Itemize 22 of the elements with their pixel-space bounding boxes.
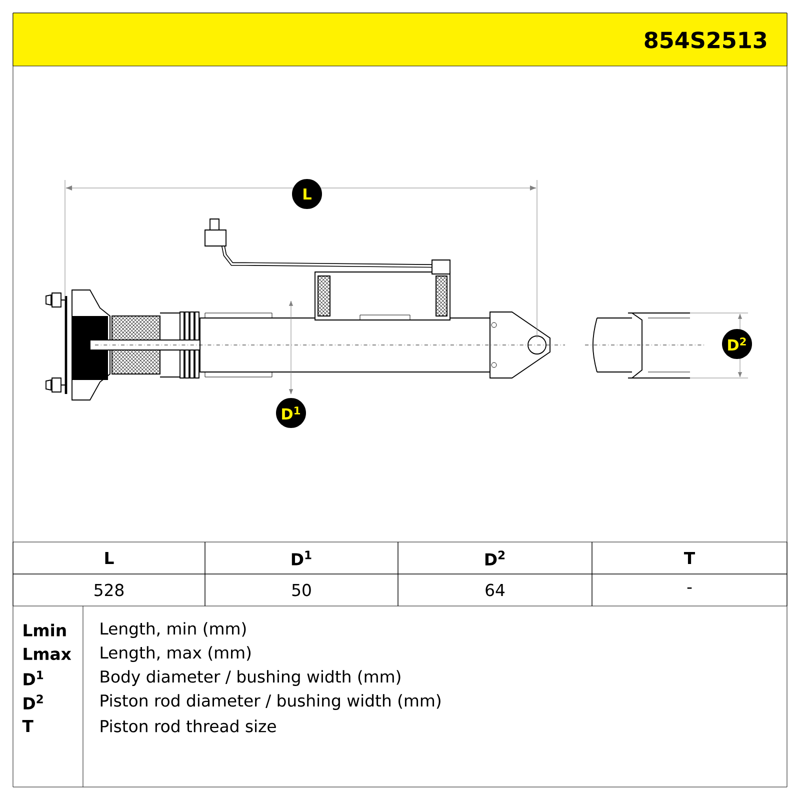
abbreviation: D$^{1}$ <box>24 670 44 686</box>
callout-number: D$^{2}$ <box>722 329 752 359</box>
abbreviation: Lmax <box>24 648 72 660</box>
part-number: 854S2513 <box>12 12 788 66</box>
table-value: 64 <box>398 574 592 606</box>
table-header: L <box>12 542 206 574</box>
table-header: D$^{1}$ <box>204 542 398 574</box>
description: Piston rod diameter / bushing width (mm) <box>100 694 440 710</box>
abbreviation: Lmin <box>24 624 66 636</box>
callout-number: D$^{1}$ <box>276 398 306 428</box>
description: Length, min (mm) <box>100 622 246 638</box>
abbreviation: T <box>22 720 34 732</box>
description: Length, max (mm) <box>100 646 251 662</box>
table-value: - <box>592 574 788 606</box>
description: Piston rod thread size <box>100 720 276 732</box>
callout-number: L <box>292 179 322 209</box>
table-value: 50 <box>204 574 398 606</box>
table-value: 528 <box>12 574 206 606</box>
abbreviation: D$^{2}$ <box>24 694 43 710</box>
table-header: D$^{2}$ <box>398 542 592 574</box>
description: Body diameter / bushing width (mm) <box>100 670 400 686</box>
table-header: T <box>592 542 788 574</box>
